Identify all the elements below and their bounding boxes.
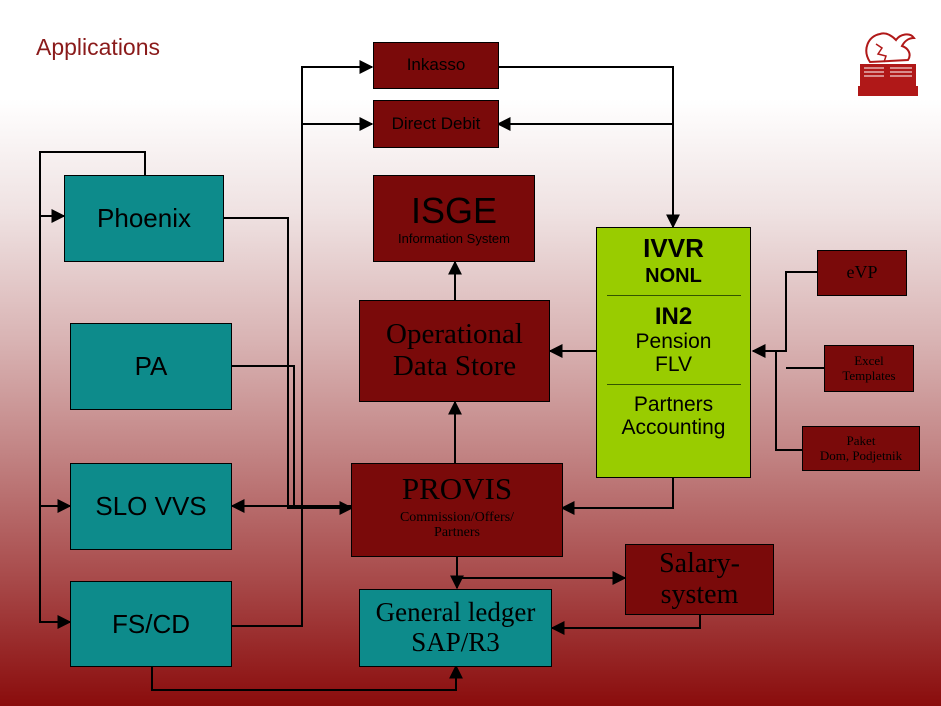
phoenix-label: Phoenix (97, 203, 191, 234)
slo-vvs-box: SLO VVS (70, 463, 232, 550)
ivvr-head2: NONL (645, 264, 702, 287)
pa-box: PA (70, 323, 232, 410)
general-ledger-box: General ledger SAP/R3 (359, 589, 552, 667)
ivvr-foot2: Accounting (621, 416, 726, 440)
fscd-box: FS/CD (70, 581, 232, 667)
direct-debit-label: Direct Debit (391, 113, 481, 133)
pa-label: PA (134, 351, 168, 382)
phoenix-box: Phoenix (64, 175, 224, 262)
provis-sub1: Commission/Offers/ (399, 510, 515, 526)
inkasso-label: Inkasso (406, 55, 466, 75)
isge-subtitle: Information System (398, 231, 510, 247)
excel-templates-box: Excel Templates (824, 345, 914, 392)
inkasso-box: Inkasso (373, 42, 499, 89)
general-ledger-line2: SAP/R3 (411, 627, 500, 657)
provis-sub2: Partners (434, 525, 480, 541)
page-title: Applications (36, 34, 161, 60)
ivvr-divider-top (606, 294, 741, 296)
ods-box: Operational Data Store (359, 300, 550, 402)
generali-logo (856, 28, 920, 104)
ivvr-foot1: Partners (633, 393, 714, 417)
isge-box: ISGE Information System (373, 175, 535, 262)
general-ledger-line1: General ledger (375, 597, 536, 628)
salary-line1: Salary- (659, 547, 740, 579)
ivvr-head1: IVVR (643, 233, 704, 263)
paket-line1: Paket (846, 433, 876, 449)
slo-vvs-label: SLO VVS (95, 491, 207, 522)
excel-line1: Excel (854, 353, 884, 369)
paket-box: Paket Dom, Podjetnik (802, 426, 920, 471)
evp-label: eVP (846, 262, 878, 283)
provis-box: PROVIS Commission/Offers/ Partners (351, 463, 563, 557)
ivvr-box: IVVR NONL IN2 Pension FLV Partners Accou… (596, 227, 751, 478)
provis-title: PROVIS (401, 471, 513, 506)
direct-debit-box: Direct Debit (373, 100, 499, 148)
isge-title: ISGE (410, 189, 498, 231)
ivvr-mid2: Pension (635, 329, 712, 353)
ivvr-mid3: FLV (655, 353, 692, 377)
excel-line2: Templates (842, 367, 896, 383)
paket-line2: Dom, Podjetnik (819, 447, 903, 463)
fscd-label: FS/CD (112, 608, 190, 639)
evp-box: eVP (817, 250, 907, 296)
salary-system-box: Salary- system (625, 544, 774, 615)
ods-line2: Data Store (392, 350, 517, 382)
ivvr-divider-bottom (606, 384, 741, 386)
ods-line1: Operational (386, 318, 523, 351)
salary-line2: system (660, 578, 739, 610)
ivvr-mid1: IN2 (654, 302, 693, 330)
